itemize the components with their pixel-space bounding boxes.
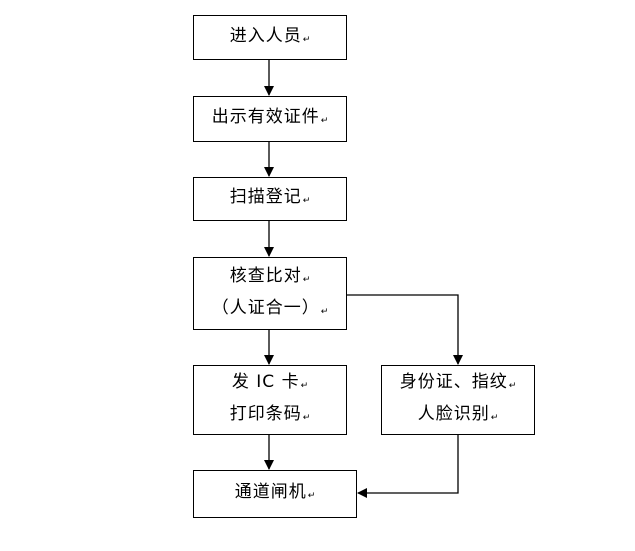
node-label-line-2: （人证合一）↵ [211,297,329,318]
node-issue-ic-card: 发 IC 卡↵ 打印条码↵ [193,365,347,435]
node-label-line-2: 打印条码↵ [229,404,311,424]
node-label: 核查比对↵ [229,265,311,286]
node-turnstile-gate: 通道闸机↵ [193,470,357,518]
node-label-line-2: 人脸识别↵ [417,404,499,424]
node-enter-personnel: 进入人员↵ [193,15,347,60]
return-mark-icon: ↵ [300,381,309,391]
node-label: 进入人员↵ [229,25,311,46]
node-show-valid-id: 出示有效证件↵ [193,96,347,142]
return-mark-icon: ↵ [320,306,329,317]
node-verify-match: 核查比对↵ （人证合一）↵ [193,257,347,330]
return-mark-icon: ↵ [508,381,517,391]
node-label: 通道闸机↵ [234,482,316,502]
return-mark-icon: ↵ [302,413,311,423]
node-label: 出示有效证件↵ [211,107,329,127]
return-mark-icon: ↵ [490,413,499,423]
node-label: 身份证、指纹↵ [399,372,517,392]
node-label: 扫描登记↵ [229,187,311,207]
return-mark-icon: ↵ [320,116,329,126]
edge-bio-to-gate [357,435,459,498]
node-label: 发 IC 卡↵ [231,372,309,392]
return-mark-icon: ↵ [307,491,316,501]
node-biometric-recognition: 身份证、指纹↵ 人脸识别↵ [381,365,535,435]
return-mark-icon: ↵ [302,196,311,206]
node-scan-register: 扫描登记↵ [193,177,347,221]
return-mark-icon: ↵ [302,34,311,45]
return-mark-icon: ↵ [302,274,311,285]
edge-verify-to-bio [347,294,463,365]
